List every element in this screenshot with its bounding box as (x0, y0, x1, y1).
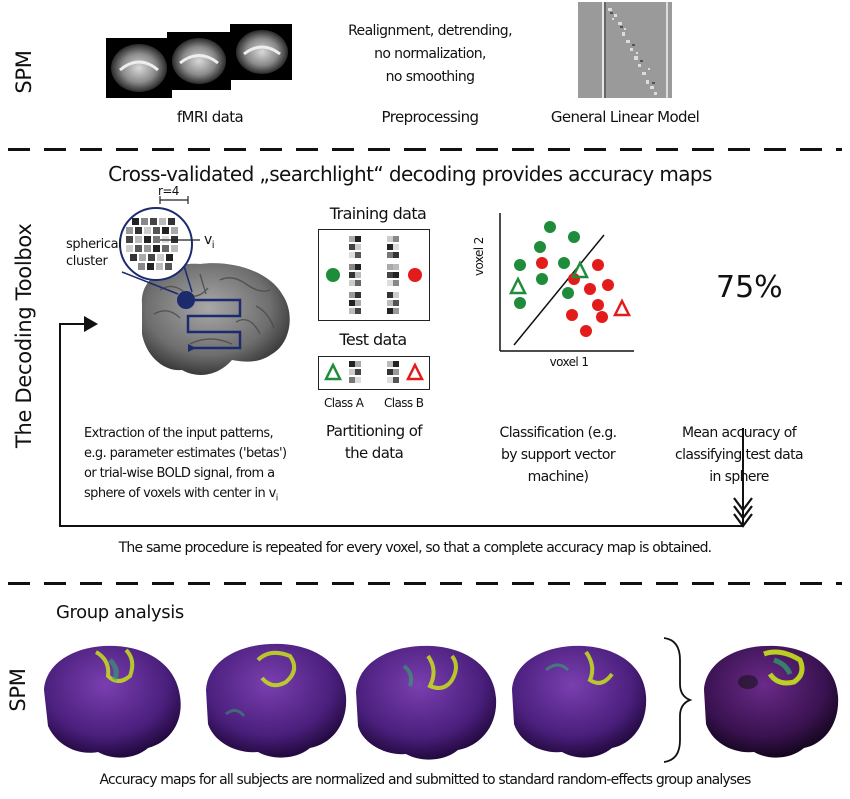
subject-brain-4 (512, 645, 647, 758)
training-patterns (349, 236, 399, 314)
spherical-cluster-line: cluster (66, 254, 108, 269)
grey-brain (141, 263, 290, 375)
searchlight-sphere (177, 291, 195, 309)
partition-description: Partitioning of the data (312, 420, 436, 464)
divider-top (8, 148, 842, 151)
test-triangle-b (405, 362, 425, 381)
test-data-title: Test data (339, 330, 407, 349)
classification-scatter (480, 205, 640, 365)
partition-line: the data (344, 444, 404, 462)
voxel2-axis-label: voxel 2 (472, 237, 486, 276)
extraction-line: sphere of voxels with center in v (84, 486, 276, 501)
classification-line: by support vector (500, 447, 616, 463)
group-footer-text: Accuracy maps for all subjects are norma… (99, 772, 752, 788)
voxel-center-sub: i (211, 239, 215, 251)
spm-label: SPM (12, 50, 36, 94)
mri-slice-middle (167, 32, 231, 90)
extraction-line-last: sphere of voxels with center in vi (84, 484, 287, 509)
test-triangle-a (323, 362, 343, 381)
class-b-marker (408, 268, 422, 282)
mri-slice-back (230, 24, 292, 80)
preprocessing-note-line: no smoothing (385, 69, 475, 85)
accuracy-map-brains (44, 637, 839, 763)
training-data-box (318, 229, 430, 321)
searchlight-path-arrow (186, 298, 242, 350)
group-analysis-title: Group analysis (56, 602, 184, 623)
extraction-line: Extraction of the input patterns, (84, 426, 274, 441)
mean-line: in sphere (709, 469, 769, 485)
subject-brain-1 (44, 645, 181, 758)
decoding-heading: Cross-validated „searchlight“ decoding p… (108, 162, 712, 186)
class-b-label: Class B (384, 396, 424, 410)
radius-label: r=4 (158, 184, 179, 198)
classification-line: Classification (e.g. (499, 425, 618, 441)
searchlight-brain-illustration (60, 194, 310, 394)
glm-design-matrix (578, 2, 672, 98)
mri-slice-front (106, 38, 172, 98)
spherical-cluster-line: spherical (66, 237, 122, 252)
subject-brain-2 (206, 643, 347, 758)
preprocessing-caption: Preprocessing (381, 108, 479, 126)
extraction-description: Extraction of the input patterns, e.g. p… (84, 424, 287, 509)
feedback-loop-arrow (40, 300, 760, 540)
voxel1-axis-label: voxel 1 (549, 355, 589, 369)
fmri-caption: fMRI data (176, 108, 244, 126)
extraction-line: e.g. parameter estimates ('betas') (84, 446, 287, 461)
glm-caption: General Linear Model (550, 108, 700, 126)
preprocessing-note: Realignment, detrending, no normalizatio… (330, 20, 530, 89)
decision-boundary (513, 234, 605, 346)
class-a-marker (326, 268, 340, 282)
cluster-voxel-grid (126, 218, 178, 270)
subject-brain-3 (356, 645, 497, 760)
spherical-cluster-label: spherical cluster (66, 236, 122, 270)
decoding-toolbox-label: The Decoding Toolbox (12, 223, 36, 448)
divider-bottom (8, 582, 842, 585)
mean-line: Mean accuracy of (681, 425, 797, 441)
preprocessing-note-line: Realignment, detrending, (348, 23, 512, 39)
test-data-box (318, 356, 430, 390)
scatter-test-b (612, 298, 632, 317)
classification-description: Classification (e.g. by support vector m… (488, 422, 628, 488)
preprocessing-note-line: no normalization, (374, 46, 486, 62)
voxel-center-label: vi (204, 232, 215, 251)
fmri-image-stack (104, 18, 294, 98)
voxel-center-v: v (204, 232, 212, 248)
scatter-test-a (508, 276, 528, 295)
repeat-procedure-text: The same procedure is repeated for every… (118, 540, 712, 556)
accuracy-value: 75% (716, 270, 783, 305)
extraction-line: or trial-wise BOLD signal, from a (84, 466, 275, 481)
mean-accuracy-description: Mean accuracy of classifying test data i… (664, 422, 814, 488)
classification-line: machine) (527, 469, 589, 485)
group-result-brain (704, 645, 839, 758)
extraction-sub: i (275, 493, 278, 504)
curly-brace (663, 637, 693, 763)
mean-line: classifying test data (675, 447, 804, 463)
scatter-test-a2 (570, 260, 590, 279)
partition-line: Partitioning of (326, 422, 423, 440)
class-a-label: Class A (324, 396, 364, 410)
training-data-title: Training data (329, 204, 427, 223)
